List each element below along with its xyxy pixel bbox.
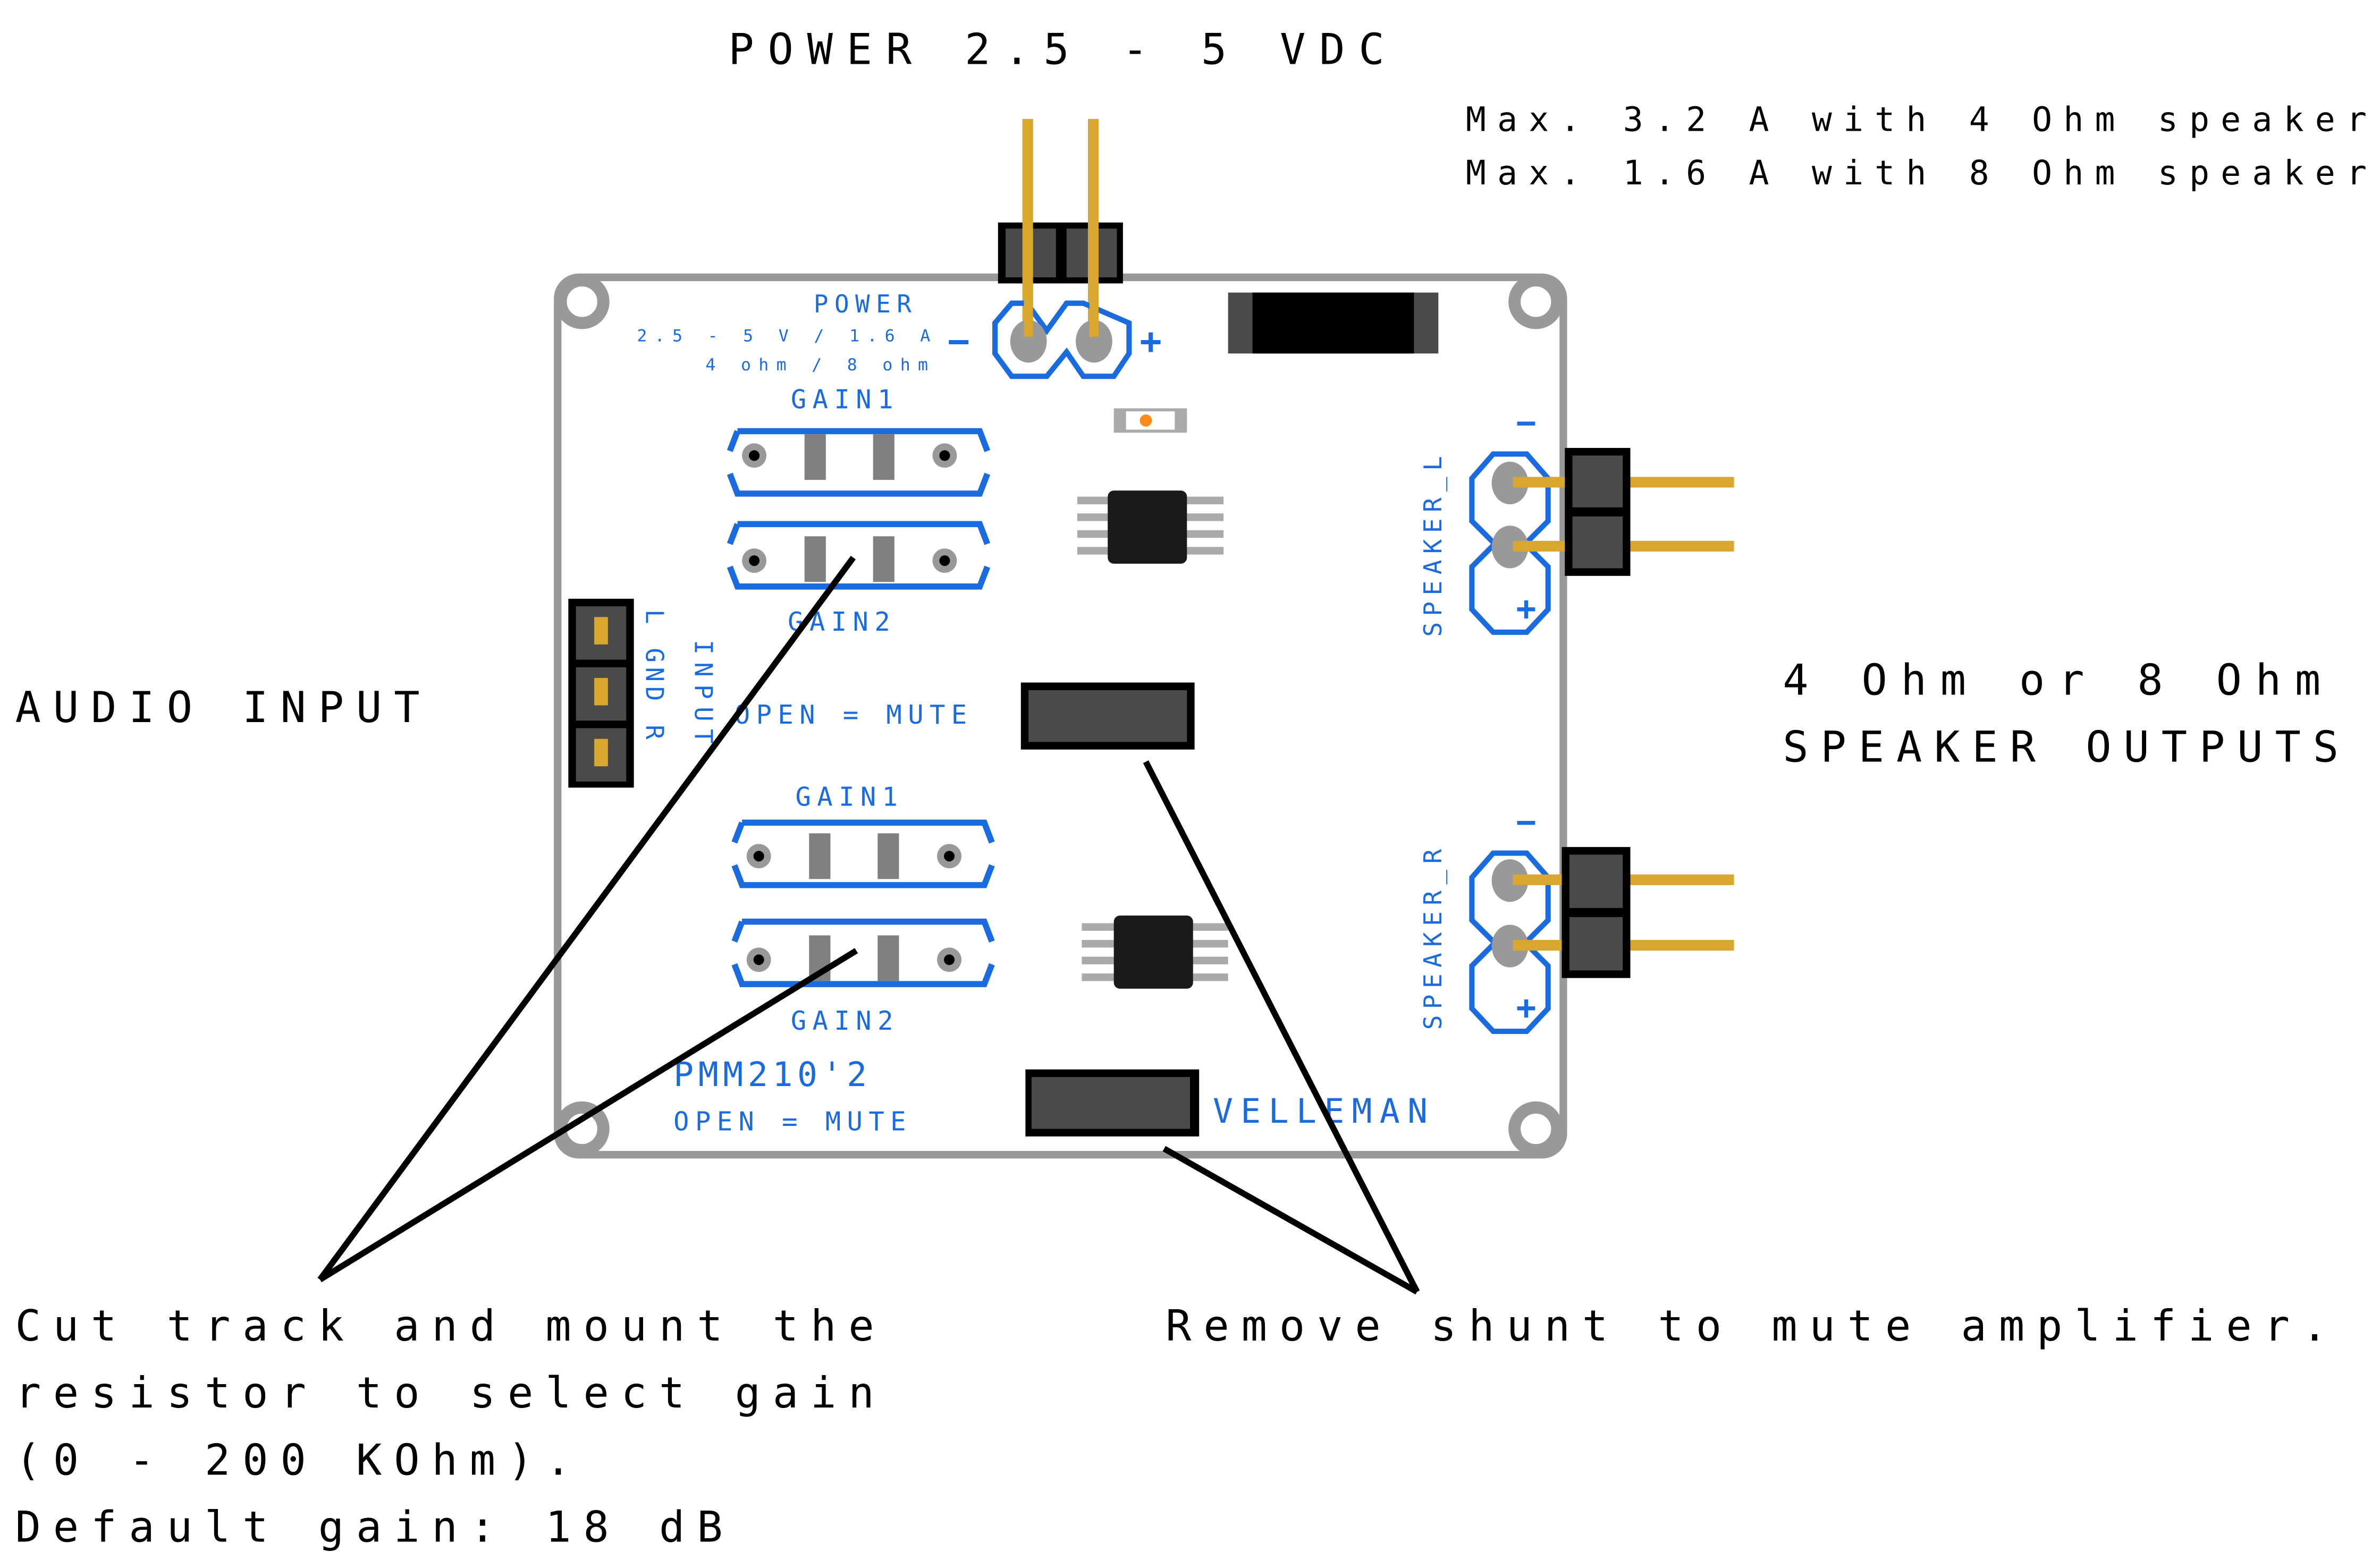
- speaker-l-minus: −: [1516, 403, 1537, 442]
- speaker-r-minus: −: [1516, 802, 1537, 841]
- pcb-input-pins: L GND R: [640, 609, 669, 744]
- speaker-outputs-line2: SPEAKER OUTPUTS: [1783, 722, 2351, 772]
- speaker-outputs-line1: 4 Ohm or 8 Ohm: [1783, 655, 2334, 705]
- mute-shunt-2: [1025, 1069, 1200, 1137]
- pcb-input-label: INPUT: [689, 640, 718, 751]
- gain-note-line1: Cut track and mount the: [15, 1301, 887, 1351]
- led: [1113, 408, 1187, 433]
- gain1-bottom-pad: [731, 819, 995, 888]
- gain2-top-pad: [727, 521, 991, 590]
- pcb-gain1-top: GAIN1: [791, 385, 899, 414]
- gain-note-line3: (0 - 200 KOhm).: [15, 1435, 584, 1485]
- leader-mute-bottom: [1162, 1146, 1419, 1295]
- power-minus: −: [948, 320, 969, 362]
- pcb-power-ohm: 4 ohm / 8 ohm: [705, 355, 935, 375]
- gain2-bottom-pad: [731, 918, 995, 987]
- power-title: POWER 2.5 - 5 VDC: [728, 24, 1398, 74]
- pcb-model: PMM210'2: [673, 1055, 872, 1094]
- pcb-power-spec: 2.5 - 5 V / 1.6 A: [637, 326, 938, 345]
- speaker-l-plus: +: [1516, 589, 1537, 628]
- mount-hole-tr: [1508, 274, 1564, 329]
- amplifier-ic-1: [1077, 490, 1224, 564]
- gain1-top-pad: [727, 428, 991, 497]
- gain-note-line4: Default gain: 18 dB: [15, 1502, 735, 1551]
- pcb-gain1-bottom: GAIN1: [795, 783, 904, 812]
- mute-note: Remove shunt to mute amplifier.: [1166, 1301, 2340, 1351]
- amplifier-ic-2: [1082, 915, 1228, 989]
- speaker-r-connector: [1469, 847, 1734, 1035]
- pcb-speaker-l: SPEAKER_L: [1419, 450, 1447, 637]
- leader-mute-top: [1143, 760, 1420, 1293]
- power-plus: +: [1140, 320, 1161, 362]
- speaker-r-plus: +: [1516, 988, 1537, 1027]
- pcb-gain2-bottom: GAIN2: [791, 1006, 899, 1036]
- power-header: [992, 118, 1132, 379]
- pcb-power-label: POWER: [814, 290, 917, 318]
- audio-input-label: AUDIO INPUT: [15, 682, 432, 732]
- mount-hole-br: [1508, 1101, 1564, 1157]
- gain-note-line2: resistor to select gain: [15, 1368, 887, 1418]
- max-current-8ohm: Max. 1.6 A with 8 Ohm speaker: [1466, 153, 2378, 192]
- audio-input-header: [568, 598, 634, 788]
- pcb-speaker-r: SPEAKER_R: [1419, 843, 1447, 1030]
- max-current-4ohm: Max. 3.2 A with 4 Ohm speaker: [1466, 100, 2378, 139]
- gain-pads-bottom: [731, 819, 995, 987]
- pcb-open-mute-2: OPEN = MUTE: [673, 1107, 912, 1137]
- pcb-open-mute-1: OPEN = MUTE: [735, 700, 973, 730]
- smd-component-large: [1228, 292, 1439, 354]
- leader-gain-top: [317, 556, 856, 1282]
- gain-pads-top: [727, 428, 991, 590]
- speaker-l-connector: [1469, 448, 1734, 635]
- leader-lines: [317, 556, 1420, 1295]
- leader-gain-bottom: [318, 948, 858, 1283]
- mute-shunt-1: [1020, 682, 1195, 750]
- mount-hole-tl: [554, 274, 610, 329]
